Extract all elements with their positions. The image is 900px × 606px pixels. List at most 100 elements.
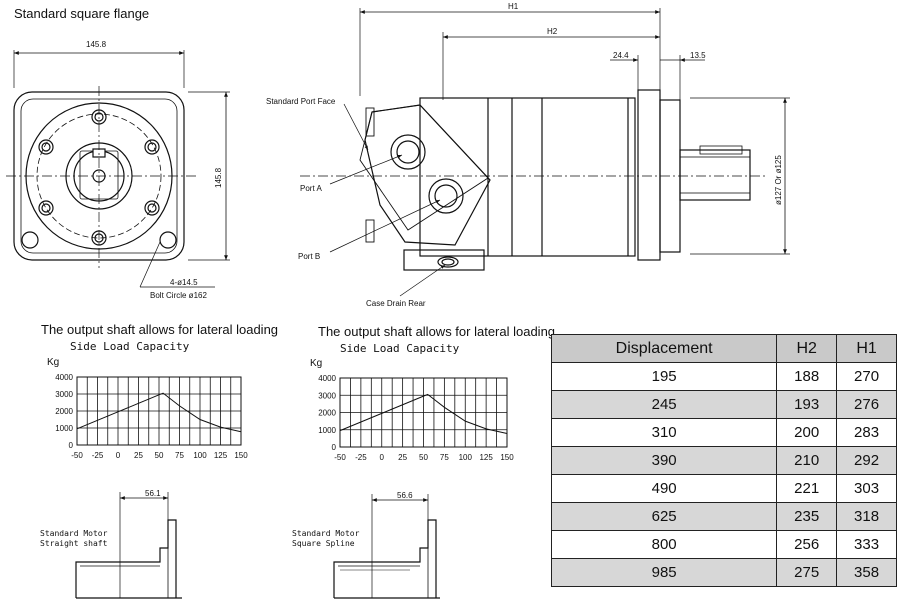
header-h1: H1	[836, 334, 897, 363]
x-tick-label: 0	[380, 453, 385, 462]
shaft-label-2b: Square Spline	[292, 539, 355, 548]
cell: 283	[836, 418, 897, 447]
y-tick-label: 2000	[55, 407, 73, 416]
cell: 310	[550, 418, 778, 447]
cell: 270	[836, 362, 897, 391]
cell: 245	[550, 390, 778, 419]
bolt-circle-label: Bolt Circle ø162	[150, 291, 207, 300]
y-tick-label: 1000	[318, 426, 336, 435]
y-tick-label: 1000	[55, 424, 73, 433]
cell: 303	[836, 474, 897, 503]
load-curve	[76, 392, 242, 433]
cell: 221	[776, 474, 838, 503]
y-unit-label: Kg	[47, 357, 59, 368]
x-tick-label: 0	[116, 451, 121, 460]
cell: 275	[776, 558, 838, 587]
y-tick-label: 0	[69, 441, 74, 450]
y-tick-label: 4000	[318, 374, 336, 383]
y-tick-label: 4000	[55, 373, 73, 382]
header-h2: H2	[776, 334, 838, 363]
x-tick-label: 150	[500, 453, 514, 462]
y-tick-label: 3000	[318, 391, 336, 400]
shaft-dim-1: 56.1	[145, 489, 161, 498]
x-tick-label: 25	[398, 453, 407, 462]
port-face-label: Standard Port Face	[266, 97, 336, 106]
shaft-label-1a: Standard Motor	[40, 529, 108, 538]
x-tick-label: 75	[440, 453, 449, 462]
y-tick-label: 0	[332, 443, 337, 452]
motor-side-view	[300, 8, 790, 297]
flange-width-label: 145.8	[86, 40, 107, 49]
port-b-label: Port B	[298, 252, 320, 261]
chart-1-subtitle: Side Load Capacity	[70, 340, 190, 353]
x-tick-label: 50	[155, 451, 164, 460]
y-tick-label: 2000	[318, 409, 336, 418]
y-unit-label: Kg	[310, 358, 322, 369]
load-curve	[339, 393, 508, 435]
x-tick-label: 150	[234, 451, 248, 460]
cell: 333	[836, 530, 897, 559]
shaft-detail-straight	[75, 492, 182, 599]
cell: 625	[550, 502, 778, 531]
flange-title: Standard square flange	[14, 6, 150, 21]
flange-height-label: 145.8	[214, 167, 223, 188]
x-tick-label: 100	[459, 453, 473, 462]
chart-1-title: The output shaft allows for lateral load…	[41, 322, 279, 337]
shaft-diameter-label: ø127 Or ø125	[774, 155, 783, 205]
x-tick-label: 25	[134, 451, 143, 460]
cell: 200	[776, 418, 838, 447]
h2-label: H2	[547, 27, 558, 36]
dim-24-label: 24.4	[613, 51, 629, 60]
x-tick-label: -25	[92, 451, 104, 460]
x-tick-label: 75	[175, 451, 184, 460]
flange-front-view	[6, 50, 230, 288]
cell: 318	[836, 502, 897, 531]
x-tick-label: 50	[419, 453, 428, 462]
y-tick-label: 3000	[55, 390, 73, 399]
cell: 235	[776, 502, 838, 531]
cell: 800	[550, 530, 778, 559]
shaft-label-2a: Standard Motor	[292, 529, 360, 538]
cell: 358	[836, 558, 897, 587]
shaft-label-1b: Straight shaft	[40, 539, 108, 548]
header-displacement: Displacement	[550, 334, 778, 363]
case-drain-label: Case Drain Rear	[366, 299, 426, 308]
chart-2-title: The output shaft allows for lateral load…	[318, 324, 556, 339]
x-tick-label: -50	[71, 451, 83, 460]
shaft-detail-spline	[333, 494, 440, 599]
bolt-holes-label: 4-ø14.5	[170, 278, 198, 287]
h1-label: H1	[508, 2, 519, 11]
x-tick-label: 125	[479, 453, 493, 462]
cell: 188	[776, 362, 838, 391]
chart-2-subtitle: Side Load Capacity	[340, 342, 460, 355]
cell: 193	[776, 390, 838, 419]
x-tick-label: 125	[214, 451, 228, 460]
table-header-row: Displacement H2 H1	[550, 334, 897, 363]
cell: 985	[550, 558, 778, 587]
shaft-dim-2: 56.6	[397, 491, 413, 500]
cell: 210	[776, 446, 838, 475]
port-a-label: Port A	[300, 184, 322, 193]
cell: 256	[776, 530, 838, 559]
cell: 292	[836, 446, 897, 475]
cell: 490	[550, 474, 778, 503]
x-tick-label: -50	[334, 453, 346, 462]
dim-13-label: 13.5	[690, 51, 706, 60]
x-tick-label: 100	[193, 451, 207, 460]
cell: 195	[550, 362, 778, 391]
cell: 390	[550, 446, 778, 475]
x-tick-label: -25	[355, 453, 367, 462]
cell: 276	[836, 390, 897, 419]
